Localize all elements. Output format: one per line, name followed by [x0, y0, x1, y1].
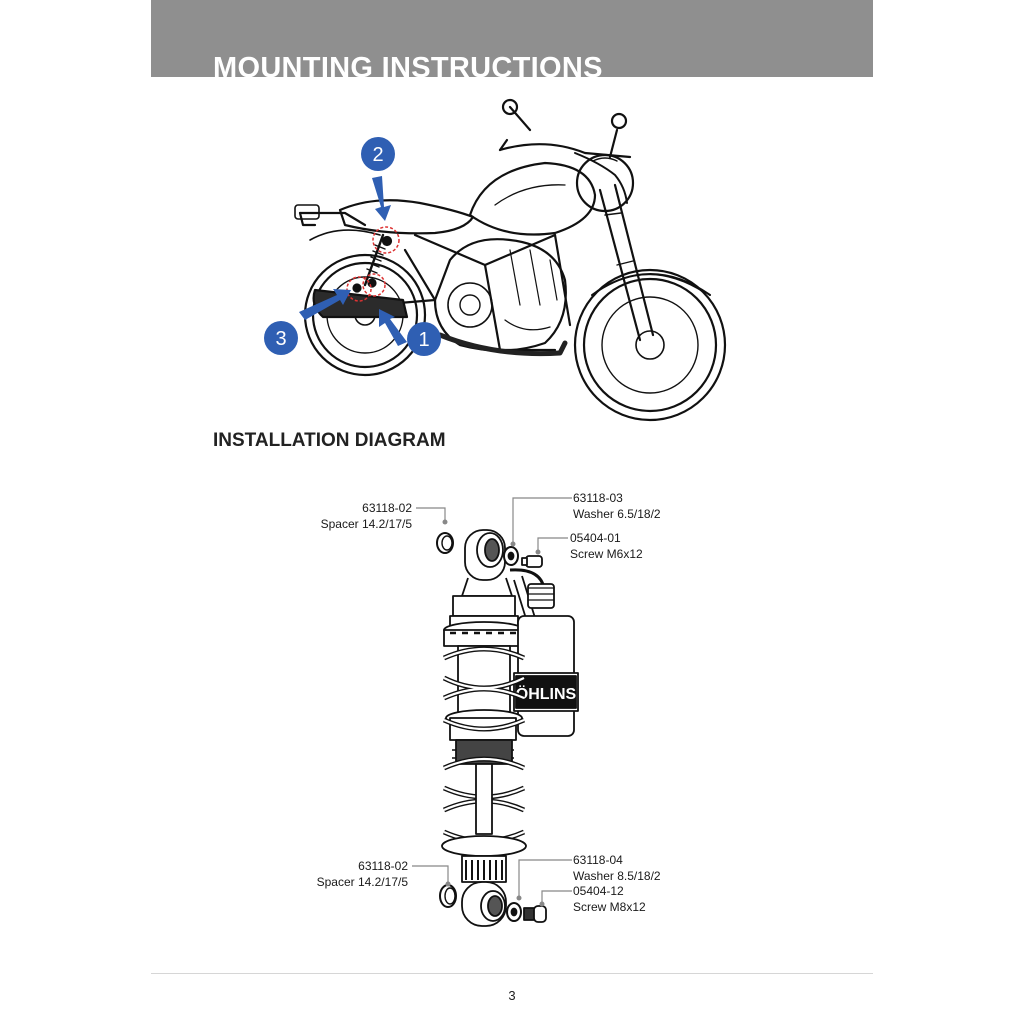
part-code: 05404-01 — [570, 531, 621, 545]
rear-shock — [352, 233, 393, 293]
arrow-3 — [299, 289, 351, 320]
part-label-top-washer: 63118-03 Washer 6.5/18/2 — [573, 491, 661, 521]
part-name: Washer 6.5/18/2 — [573, 507, 661, 521]
highlight-upper-mount — [372, 226, 400, 254]
shock-absorber-illustration: ÖHLINS — [436, 529, 579, 927]
fuel-tank — [468, 161, 597, 236]
page-number: 3 — [508, 988, 516, 1003]
part-label-top-screw: 05404-01 Screw M6x12 — [570, 531, 643, 561]
bottom-spacer — [439, 884, 457, 908]
part-code: 63118-02 — [358, 859, 408, 873]
bottom-washer — [506, 902, 522, 922]
headlight — [575, 153, 635, 213]
footer-rule — [151, 973, 873, 974]
leader-lines — [412, 497, 572, 902]
arrow-2 — [372, 176, 391, 221]
bottom-screw — [523, 905, 547, 923]
top-body — [443, 595, 525, 647]
mount-highlight-circles — [346, 226, 400, 302]
front-fork — [598, 183, 655, 342]
header-band: MOUNTING INSTRUCTIONS — [151, 0, 873, 77]
shock-absorber-diagram: ÖHLINS — [317, 491, 661, 927]
part-label-top-spacer: 63118-02 Spacer 14.2/17/5 — [321, 501, 413, 531]
highlight-lower-mount — [346, 276, 372, 302]
top-screw — [521, 555, 543, 568]
part-name: Spacer 14.2/17/5 — [317, 875, 409, 889]
leader-dots — [442, 519, 545, 907]
part-name: Screw M6x12 — [570, 547, 643, 561]
top-spacer — [436, 532, 454, 554]
part-name: Spacer 14.2/17/5 — [321, 517, 413, 531]
front-wheel — [573, 268, 727, 422]
callout-1: 1 — [407, 322, 441, 356]
reservoir: ÖHLINS — [513, 583, 579, 737]
part-label-bottom-spacer: 63118-02 Spacer 14.2/17/5 — [317, 859, 409, 889]
frame — [373, 233, 572, 352]
motorcycle-illustration — [294, 98, 727, 422]
seat — [338, 199, 475, 235]
ohlins-brand-mark: ÖHLINS — [516, 684, 577, 703]
shaft — [475, 763, 493, 835]
callout-2: 2 — [361, 137, 395, 171]
callout-3: 3 — [264, 321, 298, 355]
part-label-bottom-washer: 63118-04 Washer 8.5/18/2 — [573, 853, 661, 883]
rear-fender — [294, 204, 381, 241]
main-body — [445, 645, 523, 765]
handlebar — [498, 98, 632, 204]
top-eye — [461, 529, 513, 597]
callout-arrows — [299, 176, 407, 346]
part-code: 63118-04 — [573, 853, 623, 867]
lower-eye — [441, 835, 527, 927]
top-washer — [503, 546, 519, 566]
callout-3-number: 3 — [275, 328, 286, 350]
part-label-bottom-screw: 05404-12 Screw M8x12 — [573, 884, 646, 914]
highlight-lower-mount-2 — [362, 273, 386, 297]
arrow-1 — [379, 309, 407, 346]
page-title: MOUNTING INSTRUCTIONS — [213, 52, 603, 77]
part-code: 63118-03 — [573, 491, 623, 505]
installation-diagram-title: INSTALLATION DIAGRAM — [213, 430, 446, 451]
engine — [433, 238, 567, 352]
part-code: 05404-12 — [573, 884, 624, 898]
part-code: 63118-02 — [362, 501, 412, 515]
callout-1-number: 1 — [418, 329, 429, 351]
callout-2-number: 2 — [372, 144, 383, 166]
part-name: Screw M8x12 — [573, 900, 646, 914]
motorcycle-mounting-figure: 2 3 1 — [264, 98, 727, 422]
part-name: Washer 8.5/18/2 — [573, 869, 661, 883]
